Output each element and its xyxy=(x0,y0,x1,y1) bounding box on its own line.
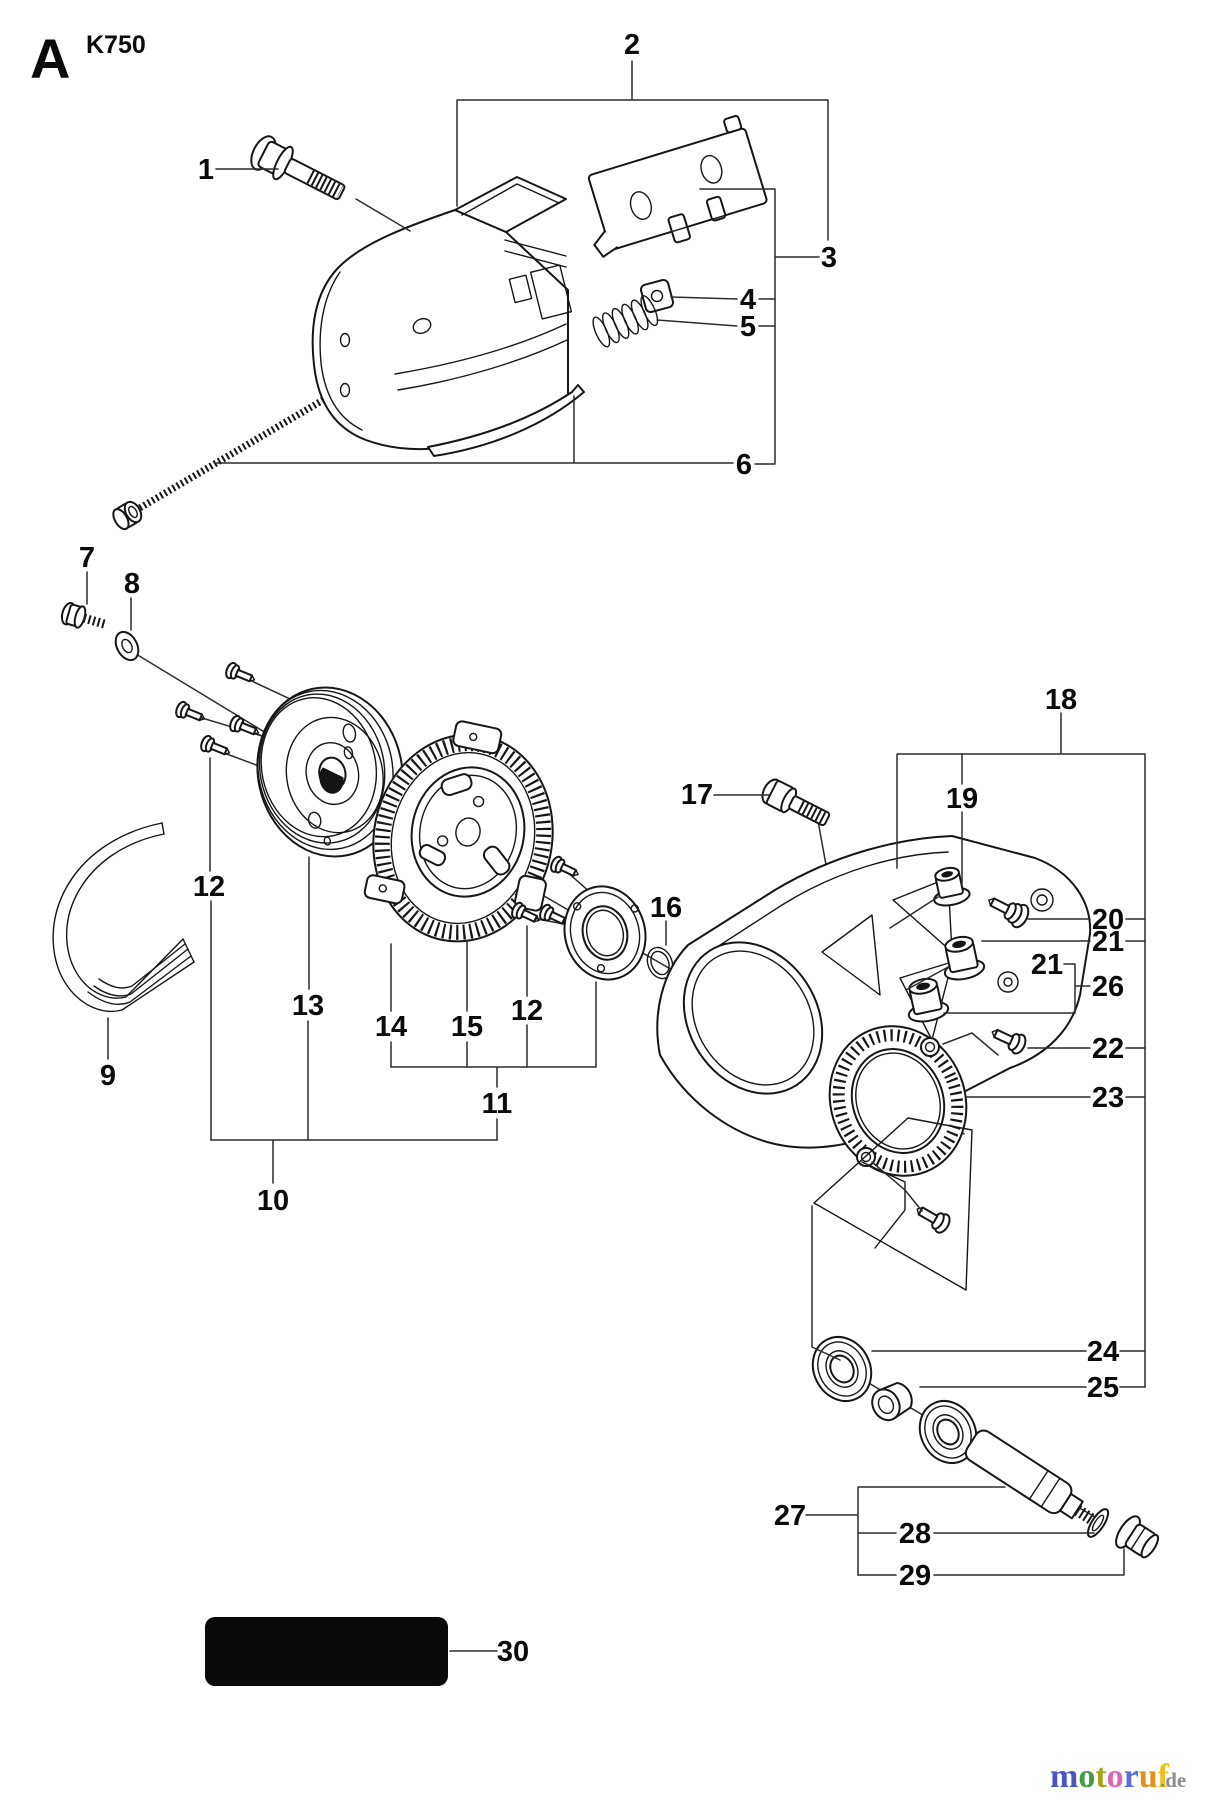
tension-screw-6 xyxy=(112,394,330,531)
bolt-17 xyxy=(761,778,831,827)
screws-12-right xyxy=(511,855,579,925)
belt-guard-cover-2 xyxy=(311,176,585,457)
watermark-word: motoruf xyxy=(1050,1758,1170,1795)
part-callout-2-1: 2 xyxy=(624,29,640,61)
part-callout-18-18: 18 xyxy=(1045,684,1077,716)
part-callout-25-27: 25 xyxy=(1087,1372,1119,1404)
watermark-suffix: .de xyxy=(1160,1768,1186,1792)
part-callout-23-25: 23 xyxy=(1092,1082,1124,1114)
part-callout-6-5: 6 xyxy=(736,449,752,481)
flange-bolt-29 xyxy=(1115,1515,1160,1559)
washer-8 xyxy=(114,630,140,662)
part-callout-10-9: 10 xyxy=(257,1185,289,1217)
part-callout-24-26: 24 xyxy=(1087,1336,1119,1368)
part-callout-26-22: 26 xyxy=(1092,971,1124,1003)
part-callout-14-13: 14 xyxy=(375,1011,407,1043)
part-callout-22-24: 22 xyxy=(1092,1033,1124,1065)
toothed-ring-23 xyxy=(828,1025,968,1177)
washer-28 xyxy=(1086,1508,1110,1538)
bolt-1 xyxy=(250,135,346,201)
part-callout-17-17: 17 xyxy=(681,779,713,811)
part-callout-11-10: 11 xyxy=(482,1088,513,1120)
part-callout-30-31: 30 xyxy=(497,1636,529,1668)
part-callout-4-3: 4 xyxy=(740,284,756,316)
part-callout-21-21: 21 xyxy=(1092,926,1124,958)
part-callout-28-29: 28 xyxy=(899,1518,931,1550)
part-callout-21-23: 21 xyxy=(1031,949,1063,981)
bearing-flange-11 xyxy=(563,885,647,981)
spring-5 xyxy=(592,295,659,348)
part-callout-9-8: 9 xyxy=(100,1060,116,1092)
part-callout-5-4: 5 xyxy=(740,311,756,343)
part-callout-1-0: 1 xyxy=(198,154,214,186)
toothed-ring-screw-holes xyxy=(856,1037,940,1167)
part-callout-15-14: 15 xyxy=(451,1011,483,1043)
screw-22 xyxy=(991,1028,1027,1055)
screws-12-left xyxy=(175,661,260,756)
part-callout-27-28: 27 xyxy=(774,1500,806,1532)
part-callout-16-16: 16 xyxy=(650,892,682,924)
part-callout-19-19: 19 xyxy=(946,783,978,815)
tension-plate-3 xyxy=(587,115,768,258)
part-callout-13-12: 13 xyxy=(292,990,324,1022)
view-letter: A xyxy=(30,27,70,90)
warning-label-30 xyxy=(205,1617,448,1686)
part-callout-3-2: 3 xyxy=(821,242,837,274)
part-callout-20-20: 20 xyxy=(1092,904,1124,936)
screw-20 xyxy=(988,897,1030,929)
plate-screw xyxy=(916,1206,951,1234)
idler-shaft xyxy=(964,1429,1100,1527)
flange-nut-21 xyxy=(943,935,986,981)
part-callout-8-7: 8 xyxy=(124,568,140,600)
leader-lines xyxy=(86,60,1146,1652)
part-callout-7-6: 7 xyxy=(79,542,95,574)
watermark-logo: motoruf .de xyxy=(1050,1758,1186,1795)
bearing-24a xyxy=(811,1336,873,1402)
belt-pulley-13 xyxy=(256,686,404,858)
plate-screw-leader xyxy=(871,1161,923,1212)
part-callout-12-15: 12 xyxy=(511,995,543,1027)
flange-nut-19 xyxy=(933,866,971,907)
spacer-25 xyxy=(871,1382,913,1422)
square-nut-4 xyxy=(639,278,675,314)
drive-belt-9 xyxy=(52,822,195,1013)
flange-nut-21b xyxy=(907,977,950,1023)
bolt-7 xyxy=(60,601,107,629)
bearing-24b xyxy=(918,1400,978,1464)
part-callout-12-11: 12 xyxy=(193,871,225,903)
model-code: K750 xyxy=(86,31,146,59)
clutch-drum-15 xyxy=(410,766,526,898)
part-callout-29-30: 29 xyxy=(899,1560,931,1592)
